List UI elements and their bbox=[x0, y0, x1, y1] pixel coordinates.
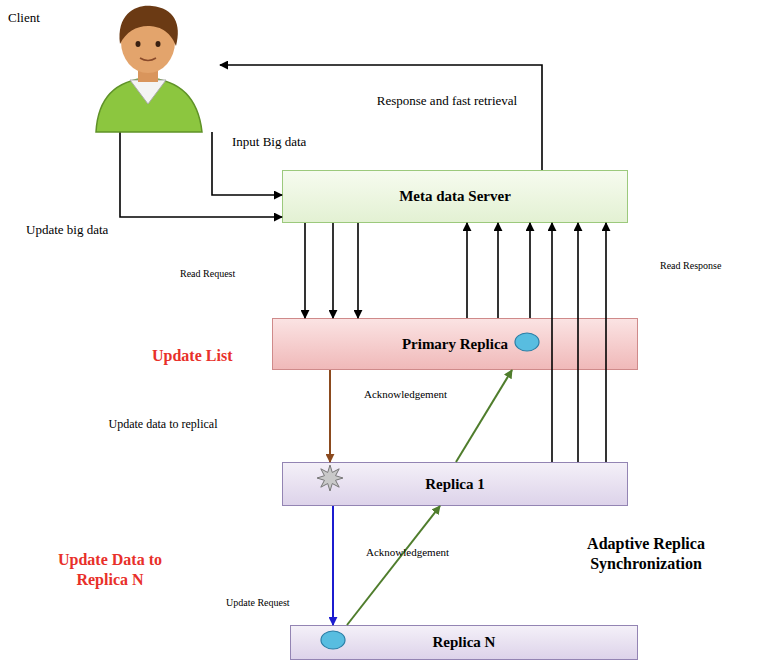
flow-arrow bbox=[605, 223, 607, 462]
flow-arrow bbox=[456, 370, 512, 462]
node-title: Replica N bbox=[433, 634, 496, 651]
flow-label: Read Request bbox=[180, 268, 270, 281]
server-box: Meta data Server bbox=[282, 170, 628, 223]
edge-label: Response and fast retrieval bbox=[368, 93, 526, 109]
flow-arrow bbox=[577, 223, 579, 462]
client-icon: Client bbox=[78, 0, 218, 132]
flow-arrow bbox=[304, 223, 306, 318]
node-title: Replica 1 bbox=[425, 476, 485, 493]
step-heading: Update List bbox=[152, 346, 262, 366]
flow-arrow bbox=[332, 223, 334, 318]
flow-arrow bbox=[529, 223, 531, 318]
node-title: Primary Replica bbox=[402, 336, 508, 353]
flow-arrow bbox=[466, 223, 468, 318]
step-heading: Update Data to Replica N bbox=[40, 550, 180, 590]
actor-label: Client bbox=[8, 10, 40, 26]
flow-arrow bbox=[329, 370, 331, 462]
edge-label: Acknowledgement bbox=[366, 546, 476, 560]
edge-label: Acknowledgement bbox=[364, 388, 474, 402]
flow-arrow bbox=[332, 506, 334, 625]
flow-arrow bbox=[551, 223, 553, 462]
primary-replica-box: Primary Replica bbox=[272, 318, 638, 370]
replica-box: Replica 1 bbox=[282, 462, 628, 506]
edge-label: Update data to replical bbox=[98, 417, 228, 432]
edge-label: Update Request bbox=[226, 597, 326, 610]
section-heading: Adaptive Replica Synchronization bbox=[548, 534, 744, 574]
flow-arrow bbox=[497, 223, 499, 318]
flow-arrow bbox=[357, 223, 359, 318]
flow-label: Read Response bbox=[660, 260, 755, 273]
edge-label: Input Big data bbox=[232, 134, 362, 150]
replica-box: Replica N bbox=[290, 625, 638, 660]
person-icon bbox=[78, 0, 218, 132]
node-title: Meta data Server bbox=[399, 188, 511, 205]
flow-arrow bbox=[220, 65, 542, 170]
edge-label: Update big data bbox=[26, 222, 166, 238]
flow-arrow bbox=[347, 506, 440, 625]
